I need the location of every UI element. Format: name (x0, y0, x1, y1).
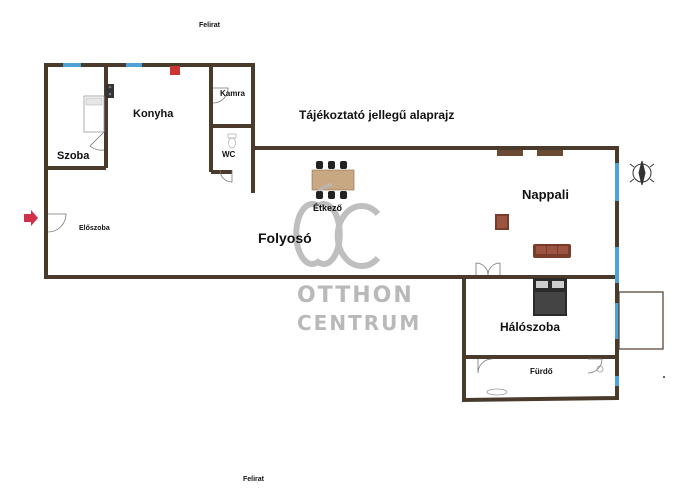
room-label-etkezo: Étkező (313, 203, 343, 213)
door-eloszoba (47, 213, 67, 233)
door-furdo-left (477, 358, 493, 374)
stove-icon (106, 84, 114, 98)
windows (63, 63, 619, 386)
bed-icon (83, 95, 105, 133)
room-label-szoba: Szoba (57, 150, 90, 162)
walls (44, 63, 619, 403)
door-haloszoba-right (487, 262, 501, 276)
doors (47, 87, 603, 374)
door-kamra (212, 87, 229, 104)
room-label-kamra: Kamra (220, 89, 245, 98)
outer-wall (44, 63, 619, 403)
plan-title: Tájékoztató jellegű alaprajz (299, 108, 455, 122)
door-furdo-right (587, 358, 603, 374)
top-caption: Felirat (199, 22, 221, 29)
balcony (618, 291, 664, 350)
sink-icon (596, 365, 604, 373)
room-label-haloszoba: Hálószoba (500, 320, 561, 334)
window-nappali-1 (615, 163, 619, 201)
door-szoba (89, 131, 105, 151)
compass-icon (629, 160, 655, 186)
room-label-wc: WC (222, 150, 236, 159)
bathtub-icon (486, 388, 508, 396)
double-bed-icon (533, 278, 567, 316)
watermark-line2: CENTRUM (297, 311, 422, 335)
sofa-icon (533, 244, 571, 258)
toilet-icon (227, 133, 237, 149)
room-label-furdo: Fürdő (530, 367, 553, 376)
room-label-eloszoba: Előszoba (79, 225, 110, 232)
room-label-folyoso: Folyosó (258, 230, 312, 246)
window-haloszoba (615, 303, 619, 339)
room-label-konyha: Konyha (133, 108, 174, 120)
watermark-line1: OTTHON (297, 283, 414, 308)
bottom-caption: Felirat (243, 476, 265, 483)
room-label-nappali: Nappali (522, 187, 569, 202)
window-szoba (63, 63, 81, 67)
window-nappali-2 (615, 247, 619, 283)
entrance-arrow-icon (24, 210, 38, 226)
dining-table-icon (311, 161, 355, 199)
marker-dot (663, 376, 665, 378)
window-furdo (615, 376, 619, 386)
heater-icon (170, 66, 180, 75)
door-wc (219, 169, 233, 183)
armchair-icon (495, 214, 509, 230)
door-haloszoba-left (475, 262, 489, 276)
tv-cabinet-icon (497, 150, 563, 156)
window-konyha (126, 63, 142, 67)
watermark-logo (293, 182, 381, 269)
